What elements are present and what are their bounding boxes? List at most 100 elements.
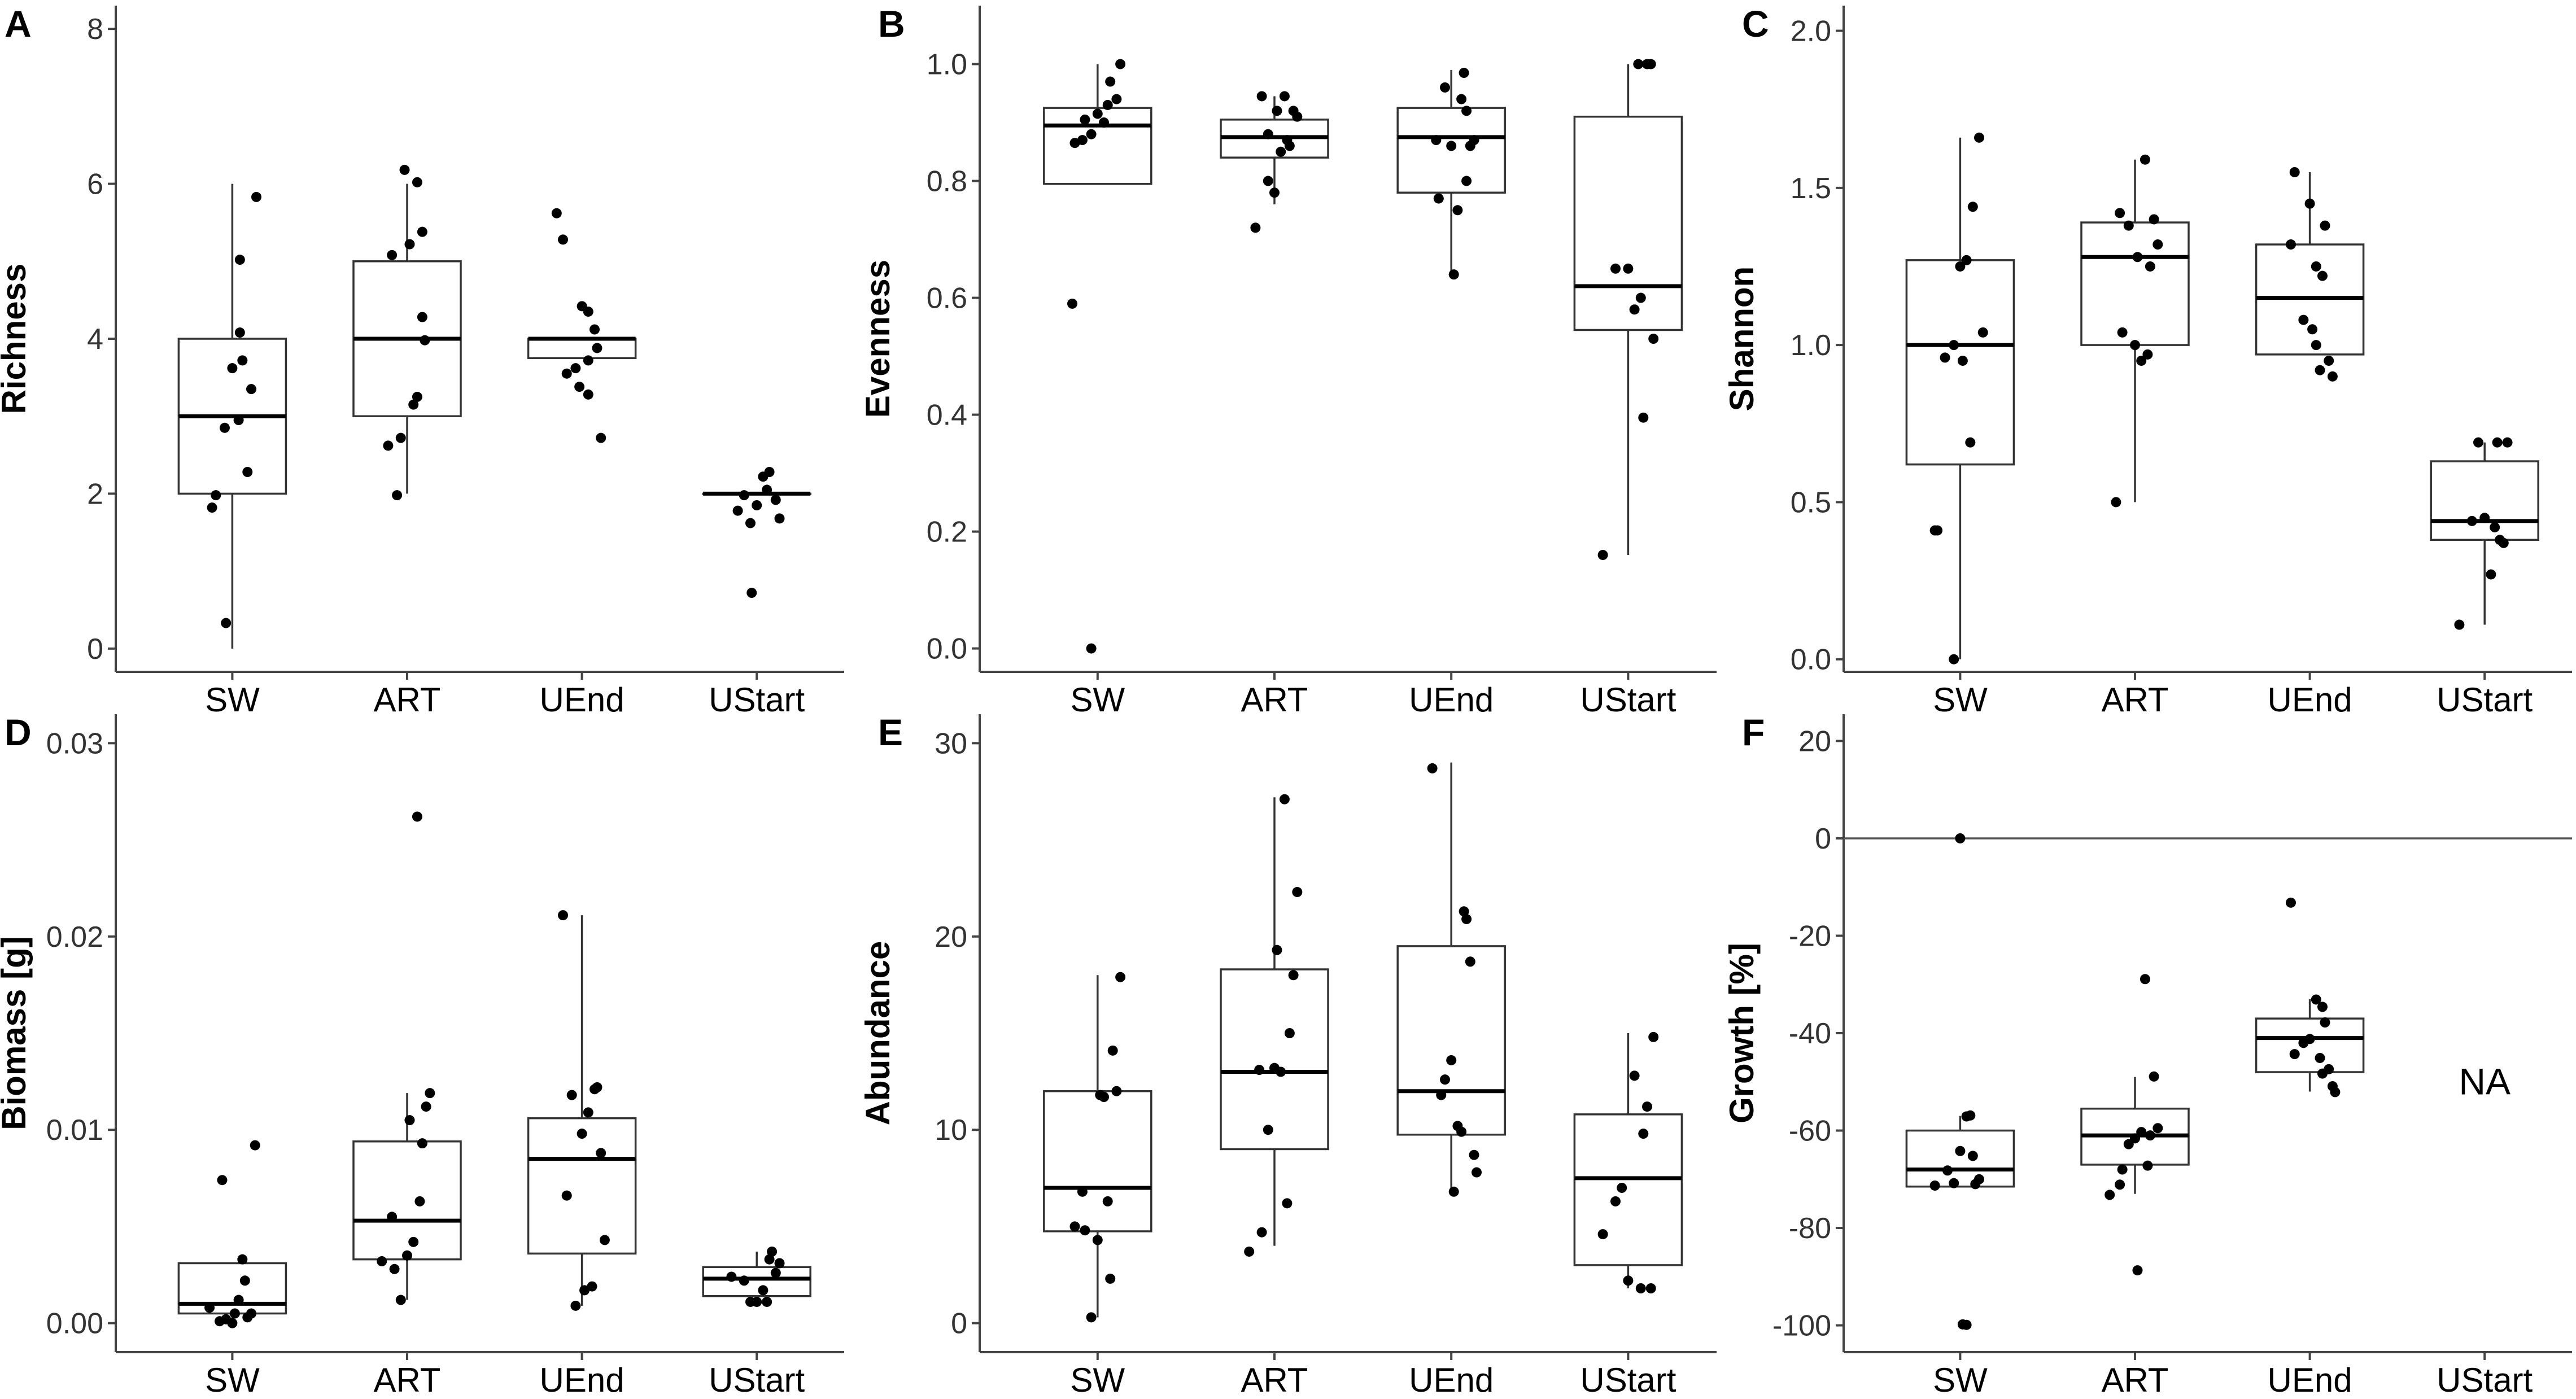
y-tick-label-f: -20 <box>1789 920 1831 952</box>
data-point-c <box>1967 202 1978 212</box>
data-point-a <box>211 490 221 501</box>
data-point-c <box>2466 515 2477 526</box>
data-point-e <box>1095 1090 1106 1100</box>
y-tick-label-a: 0 <box>87 633 103 666</box>
data-point-a <box>219 422 230 433</box>
data-point-b <box>1102 99 1113 110</box>
data-point-b <box>1288 106 1299 116</box>
data-point-e <box>1446 1055 1457 1065</box>
data-point-a <box>227 363 238 374</box>
data-point-b <box>1645 59 1656 69</box>
data-point-a <box>561 368 572 379</box>
data-point-e <box>1623 1275 1634 1286</box>
data-point-c <box>2298 314 2309 325</box>
data-point-b <box>1086 643 1097 654</box>
data-point-d <box>204 1302 215 1313</box>
data-point-b <box>1446 141 1457 151</box>
data-point-c <box>2324 355 2334 366</box>
data-point-c <box>2117 327 2128 338</box>
data-point-d <box>566 1090 577 1100</box>
y-tick-label-c: 1.5 <box>1791 172 1831 205</box>
data-point-e <box>1111 1086 1122 1096</box>
data-point-d <box>726 1271 737 1282</box>
data-point-c <box>2130 340 2140 351</box>
data-point-d <box>237 1254 248 1265</box>
data-point-e <box>1276 1066 1286 1077</box>
data-point-f <box>2140 974 2150 985</box>
y-tick-label-d: 0.03 <box>46 727 103 760</box>
y-tick-label-b: 0.6 <box>927 282 967 315</box>
y-tick-label-b: 0.4 <box>927 399 967 432</box>
y-tick-label-f: -60 <box>1789 1115 1831 1148</box>
box-c <box>1905 259 2015 466</box>
data-point-c <box>2311 261 2321 272</box>
data-point-a <box>596 432 606 443</box>
data-point-c <box>2317 270 2328 281</box>
data-point-a <box>399 164 410 175</box>
y-tick-label-a: 6 <box>87 168 103 201</box>
data-point-e <box>1080 1225 1090 1236</box>
box-c <box>2430 460 2539 541</box>
data-point-c <box>2123 220 2134 231</box>
data-point-f <box>2317 1002 2328 1012</box>
data-point-a <box>383 440 394 451</box>
y-tick-label-f: -80 <box>1789 1212 1831 1245</box>
data-point-a <box>746 588 757 598</box>
x-tick-label-c: UEnd <box>2268 681 2352 719</box>
data-point-b <box>1111 94 1122 104</box>
data-point-d <box>767 1246 778 1257</box>
data-point-a <box>770 495 781 505</box>
data-point-c <box>2479 513 2490 523</box>
data-point-e <box>1469 1149 1479 1160</box>
data-point-c <box>2142 349 2153 360</box>
data-point-f <box>2142 1160 2153 1171</box>
data-point-d <box>739 1275 749 1286</box>
x-tick-label-d: SW <box>205 1361 260 1399</box>
data-point-f <box>1967 1151 1978 1161</box>
data-point-c <box>2473 437 2483 448</box>
box-e <box>1573 1113 1683 1266</box>
data-point-e <box>1263 1125 1273 1135</box>
data-point-b <box>1433 193 1444 204</box>
data-point-a <box>417 226 427 237</box>
data-point-f <box>2130 1133 2140 1144</box>
data-point-b <box>1461 176 1472 186</box>
y-axis-label-a: Richness <box>0 264 33 414</box>
y-tick-label-f: 0 <box>1815 823 1831 855</box>
data-point-e <box>1279 794 1290 805</box>
data-point-a <box>234 327 245 338</box>
data-point-a <box>251 191 261 202</box>
data-point-e <box>1077 1186 1088 1197</box>
data-point-d <box>592 1082 602 1092</box>
y-tick-label-c: 0.0 <box>1791 644 1831 676</box>
data-point-d <box>412 811 422 822</box>
data-point-d <box>577 1129 587 1139</box>
panel-letter-a: A <box>5 3 32 45</box>
data-point-d <box>250 1140 260 1151</box>
data-point-b <box>1279 91 1290 102</box>
data-point-b <box>1276 146 1286 157</box>
panel-letter-c: C <box>1742 3 1769 45</box>
data-point-d <box>239 1275 250 1286</box>
data-point-e <box>1256 1227 1267 1238</box>
data-point-f <box>2153 1123 2163 1134</box>
data-point-f <box>2136 1127 2147 1138</box>
x-tick-label-f: ART <box>2102 1361 2169 1399</box>
box-b <box>1043 107 1152 185</box>
data-point-d <box>758 1285 769 1296</box>
data-point-f <box>2315 1052 2325 1063</box>
x-tick-label-e: ART <box>1241 1361 1308 1399</box>
data-point-d <box>770 1267 781 1278</box>
y-tick-label-a: 4 <box>87 323 103 356</box>
data-point-a <box>408 399 419 410</box>
data-point-b <box>1086 129 1097 139</box>
data-point-d <box>227 1318 238 1328</box>
data-point-f <box>1965 1110 1976 1121</box>
data-point-e <box>1635 1283 1646 1293</box>
data-point-e <box>1427 763 1438 773</box>
data-point-b <box>1115 59 1126 69</box>
data-point-b <box>1448 269 1459 280</box>
data-point-a <box>404 239 415 250</box>
x-tick-label-a: ART <box>374 681 441 719</box>
data-point-c <box>2115 208 2125 218</box>
